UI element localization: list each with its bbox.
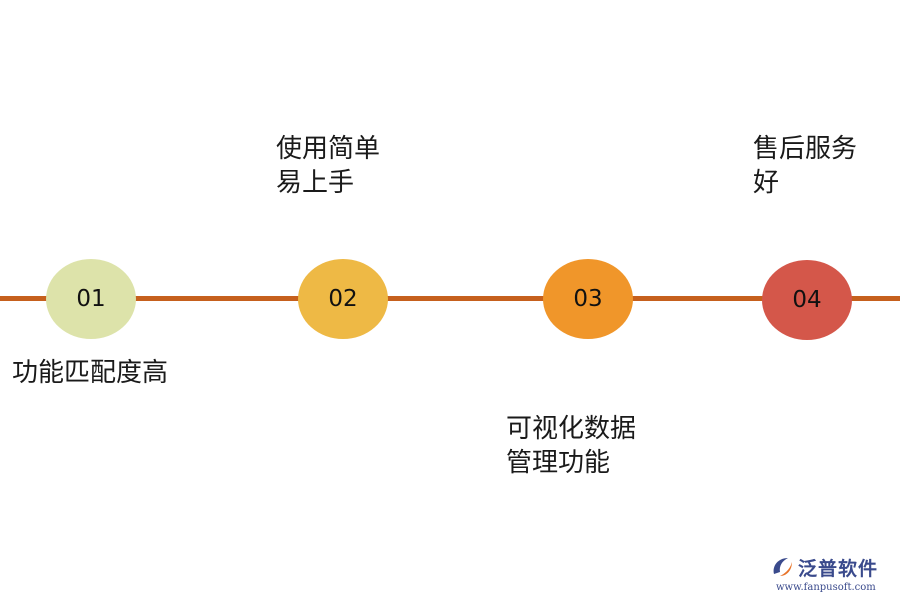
step-02-caption-line: 易上手 [276,168,355,198]
logo-name: 泛普软件 [798,558,879,580]
step-01-number: 01 [76,286,106,312]
logo-swoosh-inner [780,562,792,576]
step-04-caption-line: 售后服务 [753,134,858,164]
step-01-caption-line: 功能匹配度高 [12,358,169,388]
logo-url: www.fanpusoft.com [776,582,876,593]
step-02-caption: 使用简单 易上手 [276,132,380,200]
step-03-caption-line: 可视化数据 [506,414,637,444]
step-01-caption: 功能匹配度高 [12,356,168,390]
step-02-number: 02 [328,286,358,312]
logo-swoosh-outer [773,558,788,574]
fanpu-logo-icon [773,558,792,576]
step-03-caption: 可视化数据 管理功能 [506,412,636,480]
timeline-line [0,296,900,301]
step-04-number: 04 [792,287,822,313]
step-03-number: 03 [573,286,603,312]
step-02-circle: 02 [298,259,388,339]
step-02-caption-line: 使用简单 [276,134,381,164]
step-04-circle: 04 [762,260,852,340]
fanpu-logo: 泛普软件 www.fanpusoft.com [770,554,894,594]
step-01-circle: 01 [46,259,136,339]
step-04-caption-line: 好 [753,168,780,198]
step-03-caption-line: 管理功能 [506,448,611,478]
step-04-caption: 售后服务 好 [753,132,857,200]
step-03-circle: 03 [543,259,633,339]
